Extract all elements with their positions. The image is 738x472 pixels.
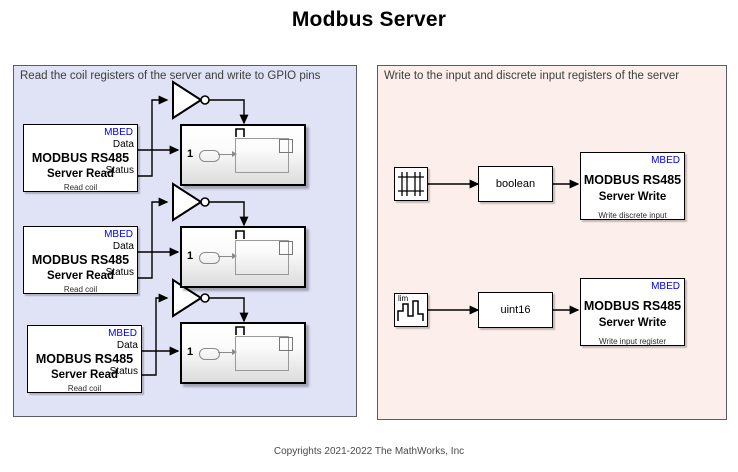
- output-port-data: Data: [112, 241, 134, 252]
- block-description: Read coil: [67, 384, 102, 393]
- pulse-generator-block[interactable]: [394, 167, 428, 201]
- modbus-server-read-block-3[interactable]: MBED MODBUS RS485 Server Read Read coil …: [27, 325, 142, 393]
- vendor-label: MBED: [104, 127, 133, 138]
- gpio-port-number: 1: [187, 148, 194, 160]
- vendor-label: MBED: [651, 155, 680, 166]
- block-title: MODBUS RS485: [583, 173, 682, 187]
- block-description: Read coil: [63, 183, 98, 192]
- gpio-inner-rect: [235, 336, 289, 371]
- output-port-data: Data: [116, 340, 138, 351]
- gpio-inner-rect: [235, 240, 289, 275]
- output-port-status: Status: [109, 366, 138, 377]
- pulse-generator-icon: [398, 172, 424, 196]
- copyright-note: Copyrights 2021-2022 The MathWorks, Inc: [273, 446, 465, 457]
- pulse-symbol-icon: [235, 230, 245, 239]
- block-title: MODBUS RS485: [583, 299, 682, 313]
- logical-not-gate-icon: [172, 80, 210, 120]
- gpio-write-block-1[interactable]: 1: [180, 124, 306, 186]
- repeating-sequence-stair-icon: [397, 300, 424, 321]
- block-subtitle: Server Read: [46, 168, 115, 180]
- gpio-signal-pill-icon: [199, 150, 220, 162]
- block-description: Read coil: [63, 285, 98, 294]
- block-description: Write discrete input: [598, 211, 667, 220]
- repeating-sequence-block[interactable]: lim: [394, 293, 428, 327]
- vendor-label: MBED: [651, 281, 680, 292]
- source-limit-label: lim: [398, 294, 409, 303]
- block-subtitle: Server Read: [46, 270, 115, 282]
- output-port-status: Status: [105, 267, 134, 278]
- page-title: Modbus Server: [291, 8, 447, 31]
- gpio-inner-arrow-icon: [232, 349, 237, 355]
- gpio-write-block-2[interactable]: 1: [180, 226, 306, 288]
- gpio-inner-arrow-icon: [232, 151, 237, 157]
- block-description: Write input register: [599, 337, 666, 346]
- pulse-symbol-icon: [235, 326, 245, 335]
- logical-not-gate-1[interactable]: [170, 80, 216, 120]
- logical-not-gate-2[interactable]: [170, 182, 216, 222]
- annotation-panel-write: Write to the input and discrete input re…: [377, 65, 727, 420]
- vendor-label: MBED: [104, 229, 133, 240]
- modbus-server-write-block-input-register[interactable]: MBED MODBUS RS485 Server Write Write inp…: [580, 278, 685, 346]
- modbus-server-write-block-discrete-input[interactable]: MBED MODBUS RS485 Server Write Write dis…: [580, 152, 685, 220]
- block-title: MODBUS RS485: [31, 151, 130, 165]
- gpio-pin-square-icon: [279, 139, 293, 153]
- block-subtitle: Server Write: [598, 317, 667, 329]
- block-title: MODBUS RS485: [35, 352, 134, 366]
- modbus-server-read-block-1[interactable]: MBED MODBUS RS485 Server Read Read coil …: [23, 124, 138, 192]
- gpio-write-block-3[interactable]: 1: [180, 322, 306, 384]
- block-subtitle: Server Write: [598, 191, 667, 203]
- logical-not-gate-icon: [172, 278, 210, 318]
- annotation-caption-write: Write to the input and discrete input re…: [384, 70, 680, 82]
- gpio-inner-line: [218, 154, 235, 155]
- gpio-port-number: 1: [187, 250, 194, 262]
- gpio-inner-line: [218, 256, 235, 257]
- logical-not-gate-3[interactable]: [170, 278, 216, 318]
- output-port-data: Data: [112, 139, 134, 150]
- modbus-server-read-block-2[interactable]: MBED MODBUS RS485 Server Read Read coil …: [23, 226, 138, 294]
- annotation-caption-read: Read the coil registers of the server an…: [20, 70, 321, 82]
- gpio-signal-pill-icon: [199, 252, 220, 264]
- gpio-signal-pill-icon: [199, 348, 220, 360]
- gpio-pin-square-icon: [279, 241, 293, 255]
- output-port-status: Status: [105, 165, 134, 176]
- pulse-symbol-icon: [235, 128, 245, 137]
- data-type-conversion-boolean[interactable]: boolean: [478, 166, 553, 202]
- conversion-label: boolean: [495, 178, 536, 190]
- gpio-pin-square-icon: [279, 337, 293, 351]
- gpio-inner-rect: [235, 138, 289, 173]
- gpio-port-number: 1: [187, 346, 194, 358]
- conversion-label: uint16: [500, 304, 531, 316]
- vendor-label: MBED: [108, 328, 137, 339]
- data-type-conversion-uint16[interactable]: uint16: [478, 292, 553, 328]
- block-title: MODBUS RS485: [31, 253, 130, 267]
- gpio-inner-arrow-icon: [232, 253, 237, 259]
- gpio-inner-line: [218, 352, 235, 353]
- logical-not-gate-icon: [172, 182, 210, 222]
- block-subtitle: Server Read: [50, 369, 119, 381]
